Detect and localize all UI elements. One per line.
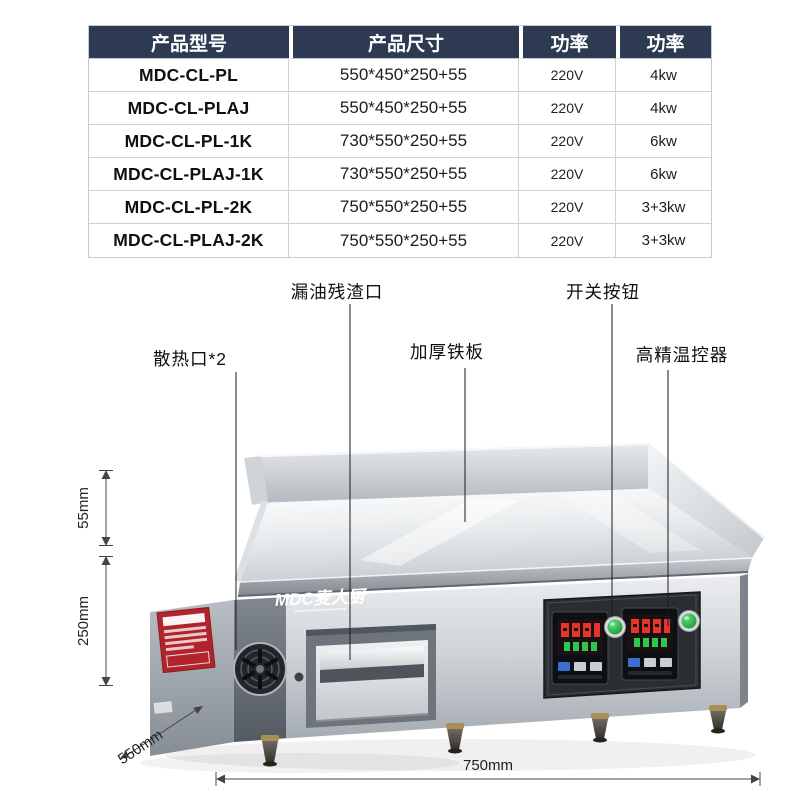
ground-shadow: [140, 739, 755, 773]
drawer-handle: [320, 646, 424, 670]
cell-power: 6kw: [616, 125, 711, 158]
cell-model: MDC-CL-PL: [89, 59, 289, 92]
cell-voltage: 220V: [519, 158, 616, 191]
power-knob-left: [604, 616, 626, 638]
cell-model: MDC-CL-PLAJ-1K: [89, 158, 289, 191]
fan-vent: [233, 597, 287, 742]
callout-thermostat: 高精温控器: [635, 345, 729, 365]
cell-model: MDC-CL-PLAJ: [89, 92, 289, 125]
callout-plate: 加厚铁板: [410, 342, 484, 362]
splash-guard: [244, 442, 765, 558]
cell-size: 750*550*250+55: [289, 191, 519, 224]
machine-illustration: MDC麦大厨: [149, 442, 765, 767]
dimension-guard-height: 55mm: [75, 470, 113, 546]
cell-voltage: 220V: [519, 191, 616, 224]
griddle-plate: [234, 487, 753, 597]
callout-drain-port: 漏油残渣口: [290, 282, 384, 302]
temperature-controller-left: [551, 611, 609, 685]
cell-voltage: 220V: [519, 224, 616, 257]
left-side-panel: [149, 600, 235, 756]
cell-power: 4kw: [616, 92, 711, 125]
drawer-lock: [294, 672, 304, 682]
cell-size: 550*450*250+55: [289, 92, 519, 125]
brand-logo: MDC麦大厨: [275, 587, 368, 613]
cell-voltage: 220V: [519, 59, 616, 92]
cell-size: 730*550*250+55: [289, 125, 519, 158]
cell-size: 750*550*250+55: [289, 224, 519, 257]
dimension-width: 750mm: [215, 757, 761, 786]
callout-lines: [235, 304, 669, 660]
cell-model: MDC-CL-PL-2K: [89, 191, 289, 224]
callout-power-switch: 开关按钮: [566, 282, 640, 302]
temperature-controller-right: [621, 607, 679, 681]
dimension-label-55mm: 55mm: [75, 487, 92, 529]
control-panel: [543, 591, 701, 699]
cell-model: MDC-CL-PL-1K: [89, 125, 289, 158]
header-size: 产品尺寸: [289, 26, 519, 59]
cell-power: 3+3kw: [616, 191, 711, 224]
feet: [261, 705, 727, 767]
warning-sticker: [156, 606, 216, 674]
dimension-label-250mm: 250mm: [75, 596, 92, 646]
cell-model: MDC-CL-PLAJ-2K: [89, 224, 289, 257]
cell-size: 550*450*250+55: [289, 59, 519, 92]
power-knob-right: [678, 610, 700, 632]
header-power: 功率: [616, 26, 711, 59]
dimension-label-750mm: 750mm: [463, 757, 513, 774]
header-voltage: 功率: [519, 26, 616, 59]
header-model: 产品型号: [89, 26, 289, 59]
oil-drain-drawer: [306, 624, 436, 728]
cell-voltage: 220V: [519, 125, 616, 158]
brand-logo-text: MDC麦大厨: [275, 587, 368, 610]
cell-power: 4kw: [616, 59, 711, 92]
spec-table: 产品型号 产品尺寸 功率 功率 MDC-CL-PL 550*450*250+55…: [88, 25, 712, 258]
cell-power: 6kw: [616, 158, 711, 191]
cell-power: 3+3kw: [616, 224, 711, 257]
dimension-body-height: 250mm: [75, 556, 113, 686]
callout-vent: 散热口*2: [152, 349, 228, 369]
cell-voltage: 220V: [519, 92, 616, 125]
cell-size: 730*550*250+55: [289, 158, 519, 191]
